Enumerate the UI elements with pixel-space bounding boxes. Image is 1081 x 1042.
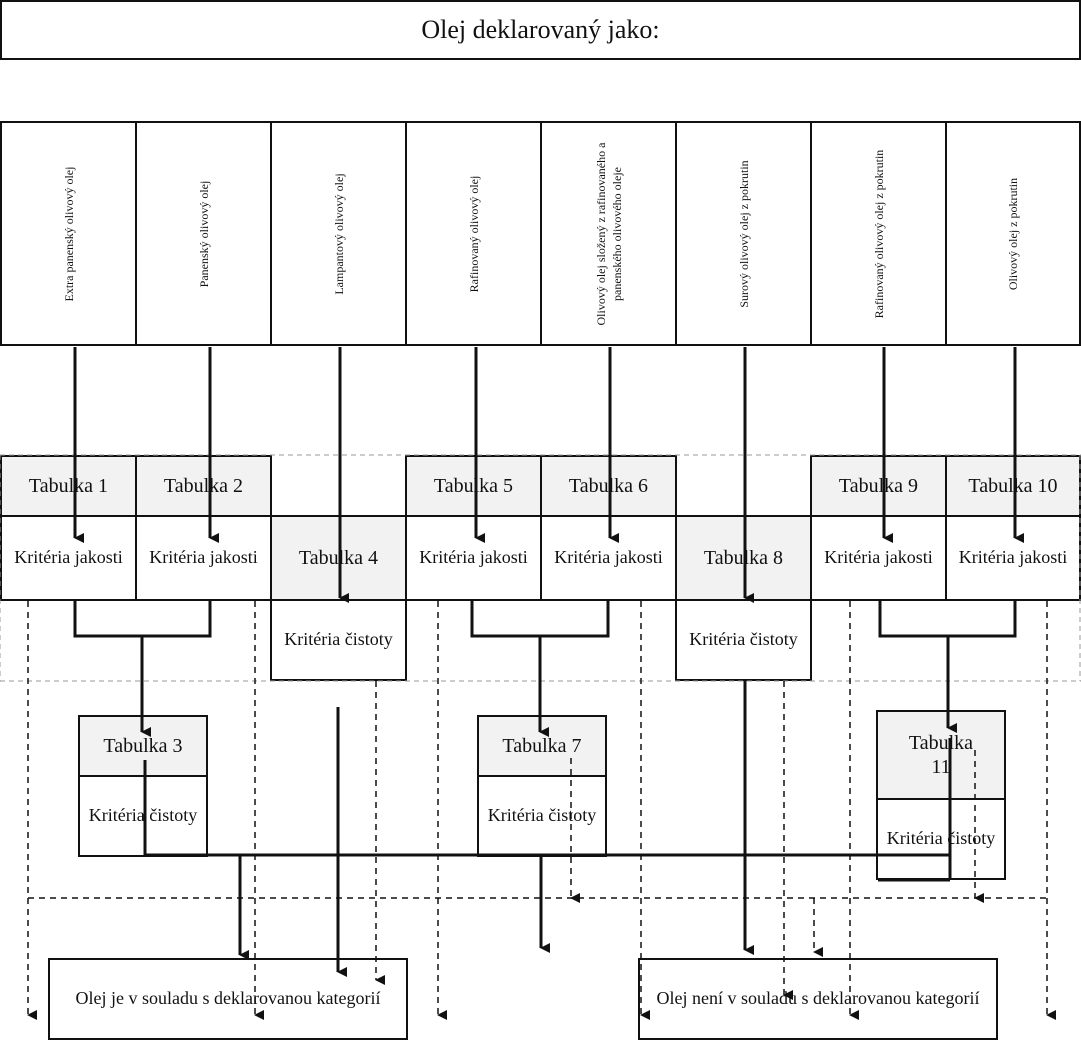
table-7-header: Tabulka 7 [477,715,607,777]
table-9-quality-criteria: Kritéria jakosti [810,515,947,601]
table-10-header: Tabulka 10 [945,455,1081,517]
table-2-header: Tabulka 2 [135,455,272,517]
category-refined-pomace: Rafinovaný olivový olej z pokrutin [810,121,947,346]
table-6-header: Tabulka 6 [540,455,677,517]
table-11-header: Tabulka 11 [876,710,1006,800]
category-virgin: Panenský olivový olej [135,121,272,346]
category-crude-pomace: Surový olivový olej z pokrutin [675,121,812,346]
table-8-header: Tabulka 8 [675,515,812,601]
category-refined: Rafinovaný olivový olej [405,121,542,346]
table-2-quality-criteria: Kritéria jakosti [135,515,272,601]
category-blend: Olivový olej složený z rafinovaného a pa… [540,121,677,346]
table-4-purity-criteria: Kritéria čistoty [270,599,407,681]
diagram-title: Olej deklarovaný jako: [0,0,1081,60]
title-text: Olej deklarovaný jako: [421,15,660,44]
merge-brackets [73,601,1017,638]
table-5-quality-criteria: Kritéria jakosti [405,515,542,601]
category-lampante: Lampantový olivový olej [270,121,407,346]
table-1-header: Tabulka 1 [0,455,137,517]
table-11-purity-criteria: Kritéria čistoty [876,798,1006,880]
table-10-quality-criteria: Kritéria jakosti [945,515,1081,601]
table-8-purity-criteria: Kritéria čistoty [675,599,812,681]
table-6-quality-criteria: Kritéria jakosti [540,515,677,601]
outcome-compliant: Olej je v souladu s deklarovanou kategor… [48,958,408,1040]
table-5-header: Tabulka 5 [405,455,542,517]
table-9-header: Tabulka 9 [810,455,947,517]
table-1-quality-criteria: Kritéria jakosti [0,515,137,601]
table-4-header: Tabulka 4 [270,515,407,601]
table-3-purity-criteria: Kritéria čistoty [78,775,208,857]
table-7-purity-criteria: Kritéria čistoty [477,775,607,857]
table-3-header: Tabulka 3 [78,715,208,777]
outcome-noncompliant: Olej není v souladu s deklarovanou kateg… [638,958,998,1040]
category-pomace: Olivový olej z pokrutin [945,121,1081,346]
category-extra-virgin: Extra panenský olivový olej [0,121,137,346]
